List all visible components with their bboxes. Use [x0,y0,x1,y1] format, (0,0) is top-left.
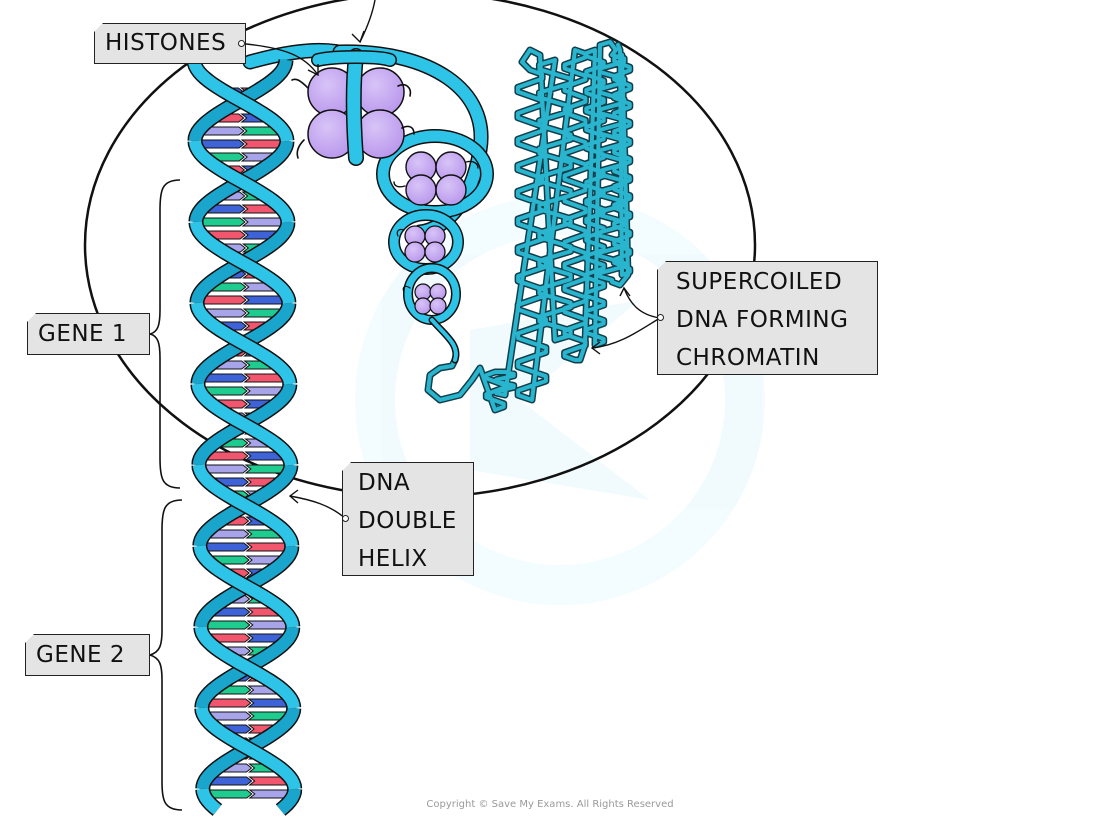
histone-cluster-smallest [414,283,447,315]
supercoiled-line-3: CHROMATIN [676,345,820,371]
histone-cluster-small [404,225,446,263]
dna-strand-segment [194,626,300,709]
supercoiled-label-dot [657,314,664,321]
dna-strand-segment [193,545,299,628]
histone-cluster-large [307,67,405,159]
dna-strand-segment [195,707,301,790]
base-right [243,386,289,396]
dna-strand-segment [191,383,297,466]
dna-strand-segment [188,59,293,142]
double-helix-line-3: HELIX [358,546,428,572]
double-helix-line-1: DNA [358,470,411,496]
double-helix-pointer [288,489,347,520]
dna-strand-segment [192,464,298,547]
dna-strand-segment [190,302,296,385]
gene-2-bracket [147,499,183,811]
supercoiled-dna-label: SUPERCOILED DNA FORMING CHROMATIN [657,261,878,375]
double-helix-line-2: DOUBLE [358,508,457,534]
double-helix-label-dot [342,515,349,522]
supercoiled-pointer [590,286,661,355]
gene-1-bracket [149,179,181,489]
supercoiled-chromatin [424,38,634,414]
base-right [240,139,288,149]
dna-double-helix-label: DNA DOUBLE HELIX [342,462,474,576]
histones-label: HISTONES [94,23,246,64]
histone-cluster-medium [405,151,467,206]
histones-label-dot [238,40,245,47]
gene-1-label: GENE 1 [27,313,150,355]
histones-pointer [245,43,319,77]
dna-strand-segment [189,221,295,304]
nucleosome-loops [242,42,494,364]
supercoiled-line-2: DNA FORMING [676,307,849,333]
base-right [248,789,295,799]
supercoiled-line-1: SUPERCOILED [676,269,843,295]
copyright-notice: Copyright © Save My Exams. All Rights Re… [426,799,674,810]
dna-strand-segment [276,788,301,815]
dna-double-helix [186,59,303,816]
dna-strand-segment [189,140,294,223]
base-right [244,464,291,474]
dna-strand-segment [196,788,222,815]
gene-2-label: GENE 2 [25,634,150,676]
